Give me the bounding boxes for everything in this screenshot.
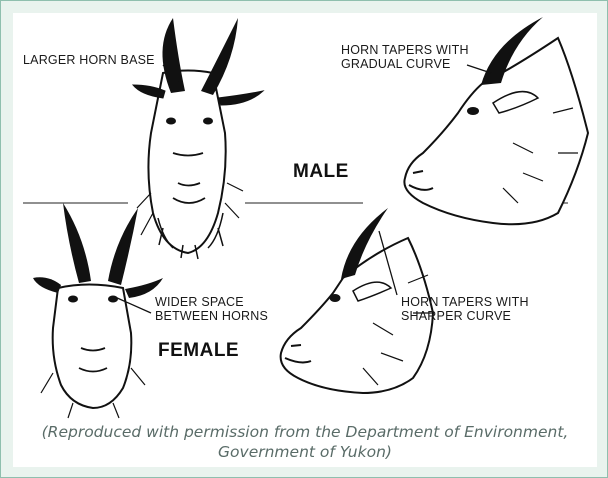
label-horn-tapers-gradual-line2: GRADUAL CURVE [341, 57, 451, 71]
illustration-panel: LARGER HORN BASE HORN TAPERS WITH GRADUA… [13, 13, 597, 467]
credit-line2: Government of Yukon) [13, 442, 597, 462]
female-right-horn [108, 208, 138, 285]
label-horn-tapers-gradual-line1: HORN TAPERS WITH [341, 43, 469, 57]
label-horn-tapers-sharper-line1: HORN TAPERS WITH [401, 295, 529, 309]
female-label: FEMALE [158, 340, 239, 362]
label-wider-space-line1: WIDER SPACE [155, 295, 244, 309]
female-left-horn [63, 203, 91, 283]
credit-line1: (Reproduced with permission from the Dep… [13, 422, 597, 442]
credit-caption: (Reproduced with permission from the Dep… [13, 422, 597, 462]
male-right-horn [201, 18, 238, 95]
female-goat-front-head [33, 203, 163, 418]
male-label: MALE [293, 161, 349, 183]
label-larger-horn-base: LARGER HORN BASE [23, 53, 155, 67]
label-horn-tapers-sharper-line2: SHARPER CURVE [401, 309, 511, 323]
goat-illustration [13, 13, 597, 467]
label-wider-space-line2: BETWEEN HORNS [155, 309, 268, 323]
